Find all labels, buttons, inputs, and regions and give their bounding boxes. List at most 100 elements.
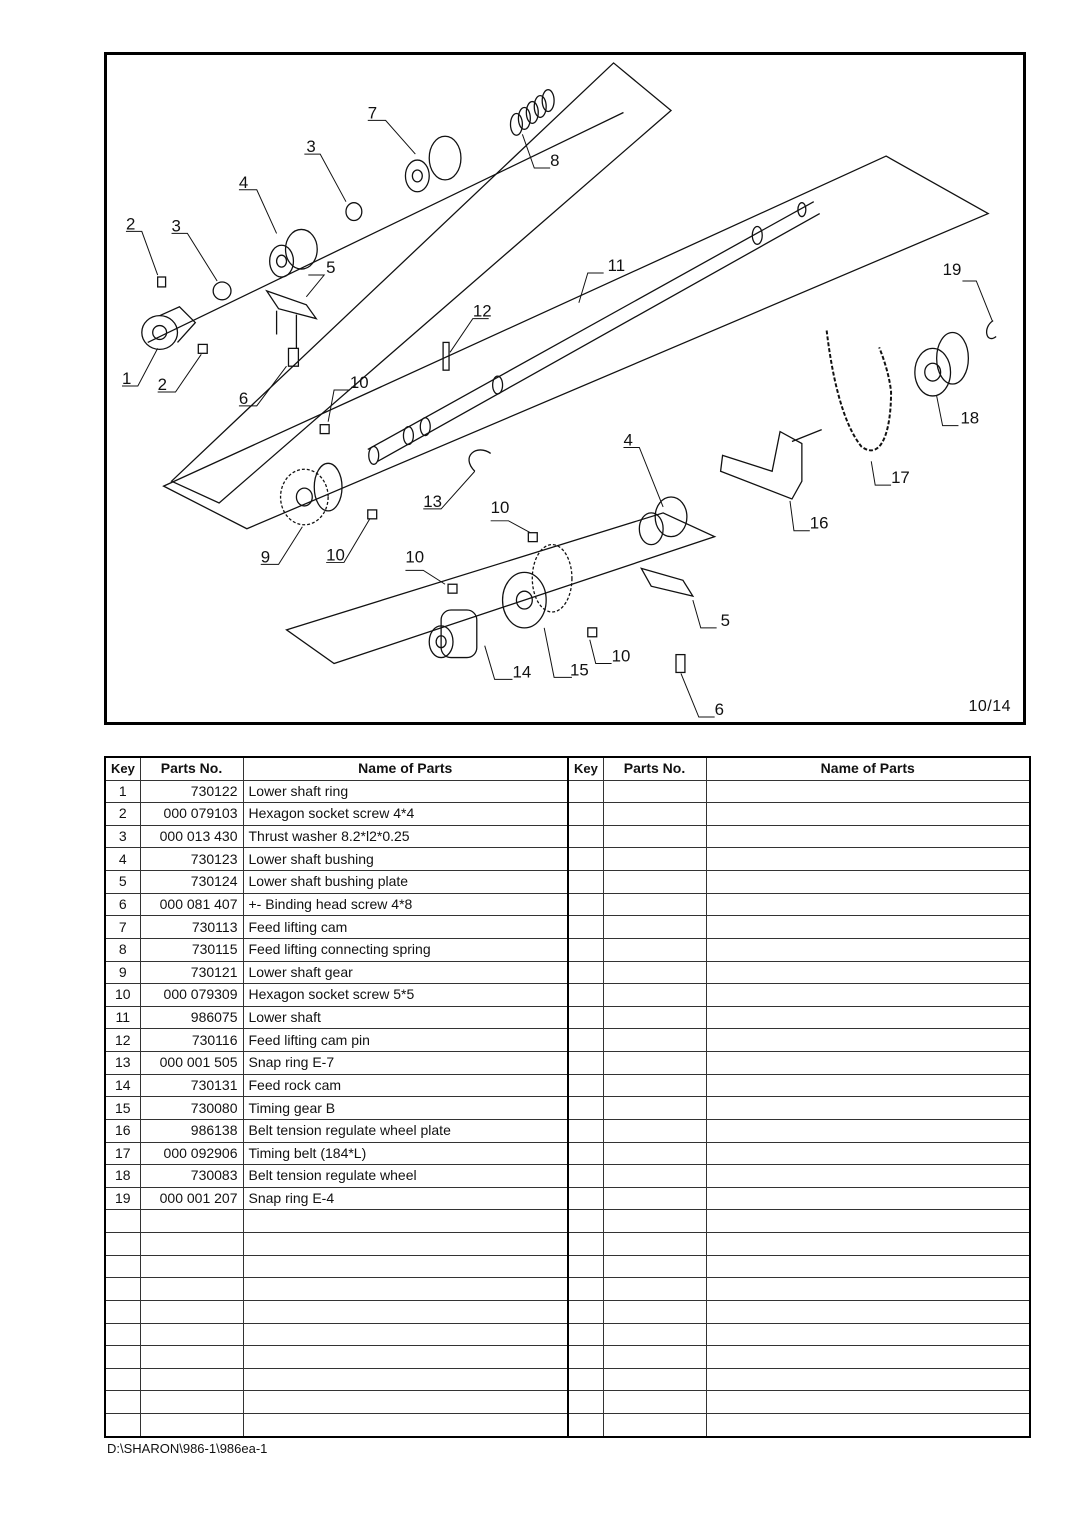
part-name-cell: Lower shaft gear xyxy=(242,960,569,985)
part-name-cell: Lower shaft bushing xyxy=(242,847,569,871)
belt-tension-wheel-drawing xyxy=(914,331,970,397)
part-name-cell xyxy=(705,847,1031,871)
parts-no-cell: 730121 xyxy=(139,960,244,985)
part-name-cell: Feed lifting connecting spring xyxy=(242,937,569,962)
key-cell xyxy=(567,1186,604,1211)
page-number: 10/14 xyxy=(968,698,1011,715)
key-cell: 13 xyxy=(104,1051,141,1075)
key-cell xyxy=(567,1390,604,1414)
header-parts-no: Parts No. xyxy=(139,756,244,781)
key-cell: 3 xyxy=(104,824,141,849)
part-name-cell xyxy=(705,779,1031,804)
part-name-cell: Lower shaft ring xyxy=(242,779,569,804)
key-cell: 14 xyxy=(104,1073,141,1098)
parts-no-cell: 000 001 207 xyxy=(139,1186,244,1211)
lower-shaft-gear-drawing xyxy=(279,462,343,526)
key-cell: 15 xyxy=(104,1096,141,1120)
key-cell xyxy=(104,1367,141,1392)
part-name-cell: Feed rock cam xyxy=(242,1073,569,1098)
parts-no-cell xyxy=(602,1073,707,1098)
key-cell xyxy=(567,1209,604,1233)
parts-no-cell xyxy=(602,1141,707,1166)
key-cell xyxy=(104,1277,141,1301)
parts-no-cell: 730123 xyxy=(139,847,244,871)
part-name-cell xyxy=(242,1254,569,1279)
part-name-cell xyxy=(242,1390,569,1414)
header-key: Key xyxy=(104,756,141,781)
parts-no-cell xyxy=(602,915,707,939)
key-cell xyxy=(567,1413,604,1438)
parts-no-cell xyxy=(602,779,707,804)
part-name-cell xyxy=(705,892,1031,917)
key-cell xyxy=(104,1345,141,1369)
parts-no-cell xyxy=(139,1209,244,1233)
callout-2: 2 xyxy=(158,375,167,394)
parts-no-cell xyxy=(602,1322,707,1347)
parts-no-cell xyxy=(602,1209,707,1233)
key-cell: 17 xyxy=(104,1141,141,1166)
key-cell xyxy=(567,1096,604,1120)
shaft-assembly-plane xyxy=(162,155,990,530)
key-cell xyxy=(567,1367,604,1392)
part-name-cell xyxy=(705,915,1031,939)
lower-assembly-plane xyxy=(285,512,717,665)
key-cell xyxy=(567,1232,604,1256)
callout-5: 5 xyxy=(326,258,335,277)
key-cell: 8 xyxy=(104,937,141,962)
part-name-cell xyxy=(705,960,1031,985)
key-cell: 11 xyxy=(104,1005,141,1030)
key-cell: 4 xyxy=(104,847,141,871)
part-name-cell xyxy=(705,824,1031,849)
parts-no-cell xyxy=(602,1367,707,1392)
key-cell xyxy=(567,983,604,1007)
part-name-cell xyxy=(705,1164,1031,1188)
table-row xyxy=(104,1367,1031,1392)
callout-16: 16 xyxy=(810,514,829,533)
parts-no-cell: 000 092906 xyxy=(139,1141,244,1166)
callout-17: 17 xyxy=(891,468,910,487)
file-path-footer: D:\SHARON\986-1\986ea-1 xyxy=(107,1441,268,1456)
table-row xyxy=(104,1277,1031,1301)
part-name-cell xyxy=(705,1141,1031,1166)
callout-7: 7 xyxy=(368,103,377,122)
part-name-cell: Lower shaft xyxy=(242,1005,569,1030)
part-name-cell xyxy=(705,1186,1031,1211)
part-name-cell xyxy=(705,1073,1031,1098)
callout-10: 10 xyxy=(350,373,369,392)
table-row xyxy=(104,1232,1031,1256)
parts-no-cell: 730113 xyxy=(139,915,244,939)
parts-no-cell xyxy=(602,960,707,985)
key-cell xyxy=(567,1299,604,1324)
parts-no-cell: 000 013 430 xyxy=(139,824,244,849)
key-cell xyxy=(567,1322,604,1347)
key-cell: 6 xyxy=(104,892,141,917)
parts-no-cell xyxy=(139,1232,244,1256)
key-cell: 19 xyxy=(104,1186,141,1211)
parts-no-cell xyxy=(602,1254,707,1279)
part-name-cell xyxy=(242,1413,569,1438)
key-cell xyxy=(567,915,604,939)
table-row xyxy=(104,1299,1031,1324)
key-cell xyxy=(567,1051,604,1075)
callout-5: 5 xyxy=(721,611,730,630)
part-name-cell: Thrust washer 8.2*l2*0.25 xyxy=(242,824,569,849)
callout-6: 6 xyxy=(239,389,248,408)
part-name-cell: Timing gear B xyxy=(242,1096,569,1120)
part-name-cell xyxy=(705,870,1031,894)
callout-15: 15 xyxy=(570,660,589,679)
parts-no-cell xyxy=(139,1299,244,1324)
key-cell: 2 xyxy=(104,802,141,826)
parts-no-cell xyxy=(139,1345,244,1369)
parts-no-cell xyxy=(139,1277,244,1301)
part-name-cell xyxy=(705,1345,1031,1369)
key-cell: 12 xyxy=(104,1028,141,1052)
parts-no-cell xyxy=(602,1413,707,1438)
